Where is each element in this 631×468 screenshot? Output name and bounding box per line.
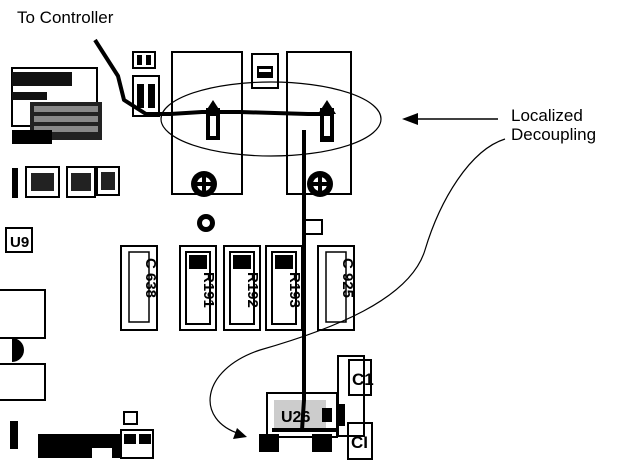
localized-decoupling-line-2: Decoupling xyxy=(511,125,597,144)
left-ic-u9: U9 xyxy=(5,227,33,253)
svg-text:U26: U26 xyxy=(281,409,310,426)
bottom-cap-c1: C1 xyxy=(348,359,374,396)
power-trace xyxy=(300,130,306,431)
decoupling-callout-ellipse xyxy=(160,81,382,157)
component-c638: C 638 xyxy=(120,245,159,331)
curved-leader-line xyxy=(209,138,506,435)
small-pad xyxy=(303,219,323,235)
left-half-dot xyxy=(12,338,24,362)
svg-text:U9: U9 xyxy=(10,234,29,251)
svg-text:R192: R192 xyxy=(244,272,261,308)
to-controller-label: To Controller xyxy=(17,8,114,27)
svg-text:C1: C1 xyxy=(352,370,374,389)
svg-text:C 638: C 638 xyxy=(142,258,159,298)
header-pins xyxy=(132,51,160,117)
left-outline-box-1 xyxy=(0,289,46,339)
svg-text:C 925: C 925 xyxy=(339,258,356,298)
localized-decoupling-line-1: Localized xyxy=(511,106,583,125)
mounting-hole-right xyxy=(307,171,333,197)
svg-text:CI: CI xyxy=(351,433,368,452)
mounting-hole-small xyxy=(197,214,215,232)
localized-decoupling-label: Localized Decoupling xyxy=(511,106,596,144)
component-r192: R192 xyxy=(223,245,261,331)
component-r193: R193 xyxy=(265,245,303,331)
left-connector-block xyxy=(11,67,102,144)
controller-trace xyxy=(93,38,324,116)
callout-arrow xyxy=(402,113,498,125)
left-small-ics xyxy=(12,166,120,198)
component-c925: C 925 xyxy=(317,245,356,331)
bottom-left-parts xyxy=(10,411,154,460)
left-outline-box-2 xyxy=(0,363,46,401)
svg-text:R193: R193 xyxy=(286,272,303,308)
svg-text:R191: R191 xyxy=(200,272,217,308)
component-r191: R191 xyxy=(179,245,217,331)
bottom-cap-ci: CI xyxy=(347,422,373,460)
curved-leader-arrowhead xyxy=(233,428,247,439)
mounting-hole-left xyxy=(191,171,217,197)
